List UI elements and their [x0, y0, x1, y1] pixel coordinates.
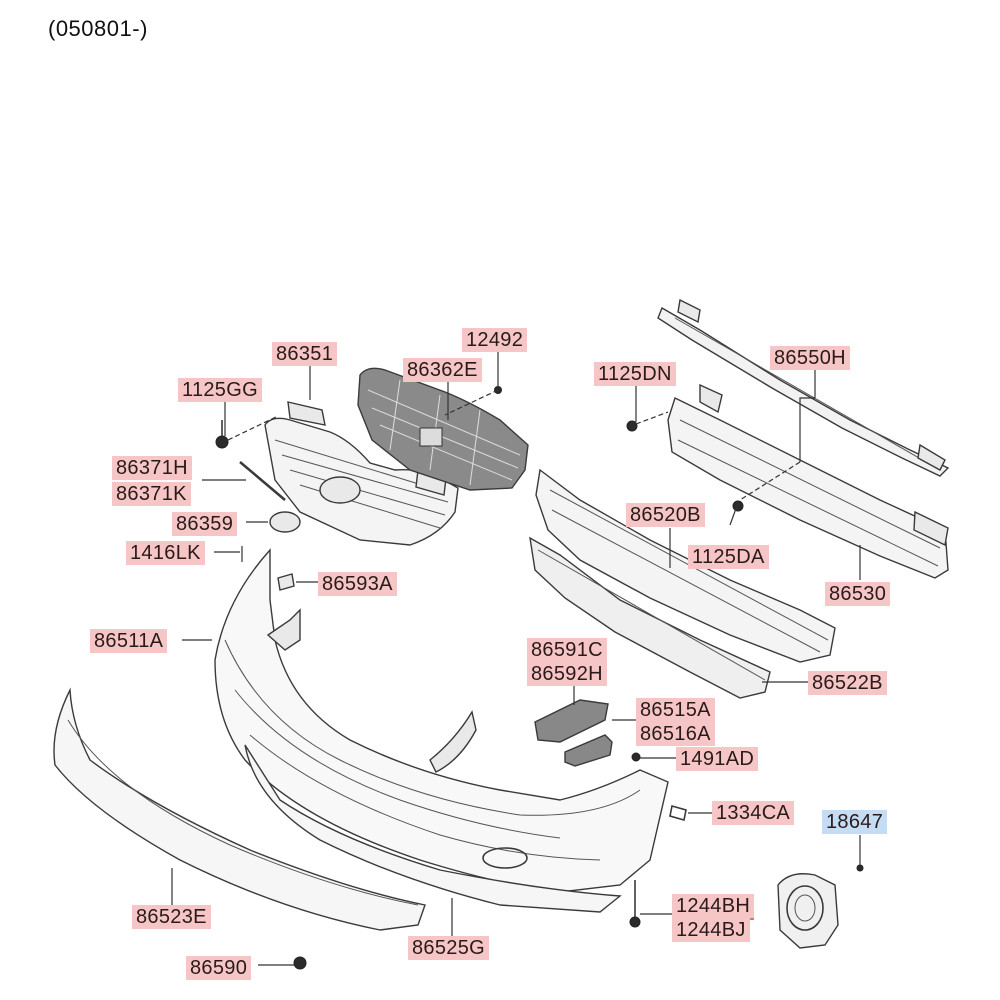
part-label-86523e[interactable]: 86523E: [132, 905, 211, 929]
emblem-86359-drawing: [269, 511, 301, 533]
part-label-86525g[interactable]: 86525G: [408, 936, 489, 960]
part-label-12492[interactable]: 12492: [462, 328, 528, 352]
part-label-86520b[interactable]: 86520B: [626, 503, 705, 527]
side-bracket-86515a-drawing: [564, 734, 613, 767]
part-label-1125gg[interactable]: 1125GG: [178, 378, 262, 402]
part-label-1244bj[interactable]: 1244BJ: [672, 918, 750, 942]
fog-lamp-drawing: [777, 864, 864, 949]
part-label-86362e[interactable]: 86362E: [403, 358, 482, 382]
screw-1125dn-drawing: [626, 420, 638, 432]
lower-grille-86525g-drawing: [244, 744, 622, 913]
part-label-86351[interactable]: 86351: [272, 342, 338, 366]
part-label-86590[interactable]: 86590: [186, 956, 252, 980]
part-label-1125dn[interactable]: 1125DN: [594, 362, 676, 386]
part-label-1416lk[interactable]: 1416LK: [126, 541, 205, 565]
part-label-1334ca[interactable]: 1334CA: [712, 801, 795, 825]
part-label-86371k[interactable]: 86371K: [112, 482, 191, 506]
part-label-86515a[interactable]: 86515A: [636, 698, 715, 724]
lower-lip-86523e-drawing: [53, 687, 426, 931]
part-label-86371h[interactable]: 86371H: [112, 456, 192, 480]
leader-lines: [171, 352, 861, 966]
moulding-86371-drawing: [239, 461, 286, 501]
grille-mesh-drawing: [357, 367, 529, 491]
bolt-1244bh-drawing: [629, 880, 641, 928]
part-label-1125da[interactable]: 1125DA: [688, 545, 769, 569]
part-label-1244bh[interactable]: 1244BH: [672, 894, 755, 920]
date-code-header: (050801-): [48, 16, 148, 41]
part-label-86550h[interactable]: 86550H: [770, 346, 850, 370]
part-label-86593a[interactable]: 86593A: [318, 572, 397, 596]
part-label-86516a[interactable]: 86516A: [636, 722, 715, 746]
part-label-86359[interactable]: 86359: [172, 512, 238, 536]
part-label-86511a[interactable]: 86511A: [90, 629, 168, 653]
part-label-86530[interactable]: 86530: [825, 582, 891, 606]
part-label-86591c[interactable]: 86591C: [527, 638, 607, 664]
part-label-18647[interactable]: 18647: [822, 810, 888, 834]
lower-bracket-86522b-drawing: [529, 536, 771, 699]
nut-1491ad-drawing: [631, 752, 641, 762]
part-label-86592h[interactable]: 86592H: [527, 662, 607, 686]
side-bracket-86591c-drawing: [534, 699, 609, 743]
clip-1334ca-drawing: [669, 804, 687, 822]
screw-1125gg-drawing: [215, 420, 229, 449]
part-label-1491ad[interactable]: 1491AD: [676, 747, 759, 771]
absorber-86520b-drawing: [535, 468, 836, 663]
bumper-rail-86550h-drawing: [657, 298, 950, 477]
clip-86590-drawing: [293, 956, 307, 970]
screw-1125da-drawing: [732, 500, 744, 512]
clip-86593a-drawing: [277, 573, 295, 591]
part-label-86522b[interactable]: 86522B: [808, 671, 887, 695]
